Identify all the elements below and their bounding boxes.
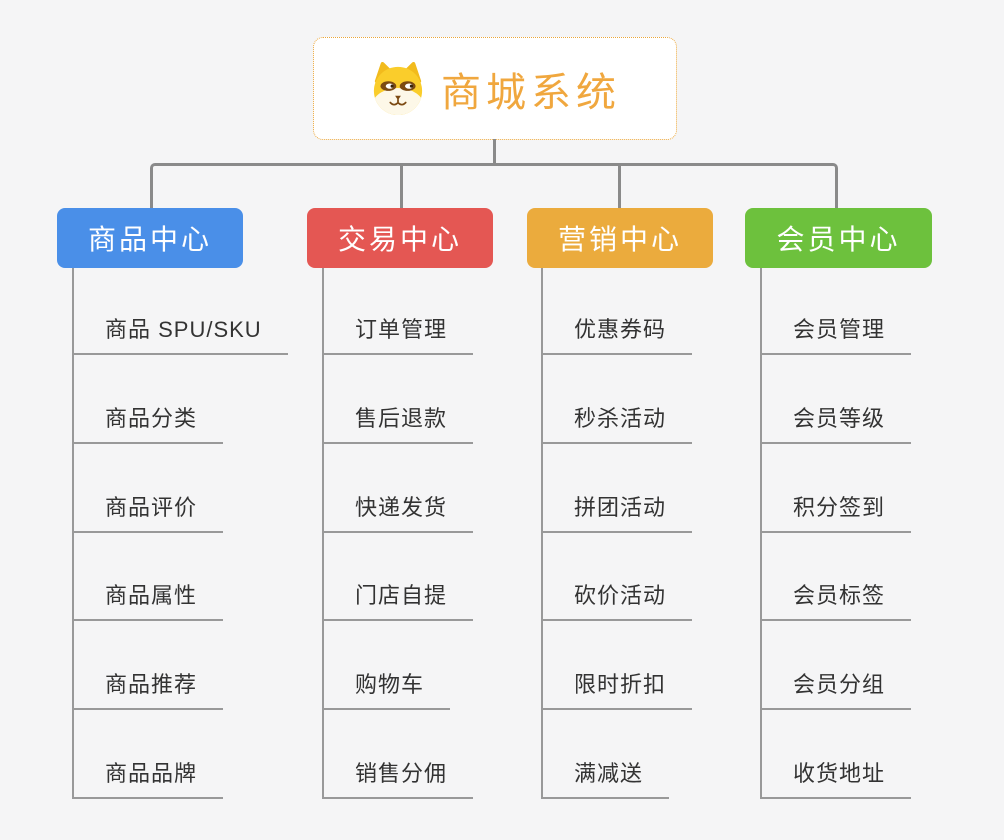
shiba-dog-icon bbox=[373, 61, 423, 115]
root-node[interactable]: 商城系统 bbox=[313, 37, 677, 140]
mindmap-node[interactable]: 会员管理 bbox=[762, 268, 912, 355]
branch-column-trade: 订单管理 售后退款 快递发货 门店自提 购物车 销售分佣 bbox=[322, 268, 474, 799]
mindmap-node[interactable]: 砍价活动 bbox=[543, 533, 693, 622]
mindmap-node[interactable]: 购物车 bbox=[324, 621, 473, 711]
mindmap-node[interactable]: 会员分组 bbox=[762, 621, 912, 711]
branch-column-marketing: 优惠券码 秒杀活动 拼团活动 砍价活动 限时折扣 满减送 bbox=[541, 268, 693, 799]
branch-column-product: 商品 SPU/SKU 商品分类 商品评价 商品属性 商品推荐 商品品牌 bbox=[72, 268, 288, 799]
mindmap-node[interactable]: 限时折扣 bbox=[543, 621, 693, 711]
connector-drop-trade bbox=[400, 166, 403, 208]
mindmap-node[interactable]: 销售分佣 bbox=[324, 710, 474, 799]
mindmap-node[interactable]: 订单管理 bbox=[324, 268, 474, 355]
mindmap-node[interactable]: 商品属性 bbox=[74, 533, 288, 622]
branch-header-member[interactable]: 会员中心 bbox=[745, 208, 932, 268]
mindmap-node[interactable]: 优惠券码 bbox=[543, 268, 693, 355]
mindmap-node[interactable]: 收货地址 bbox=[762, 710, 912, 799]
mindmap-node[interactable]: 快递发货 bbox=[324, 444, 474, 533]
connector-root-stub bbox=[493, 139, 496, 164]
mindmap-node[interactable]: 售后退款 bbox=[324, 355, 474, 444]
branch-header-marketing[interactable]: 营销中心 bbox=[527, 208, 713, 268]
mindmap-node[interactable]: 商品分类 bbox=[74, 355, 288, 444]
mindmap-node[interactable]: 秒杀活动 bbox=[543, 355, 693, 444]
mindmap-node[interactable]: 满减送 bbox=[543, 710, 692, 799]
mindmap-node[interactable]: 拼团活动 bbox=[543, 444, 693, 533]
connector-drop-marketing bbox=[618, 166, 621, 208]
root-title: 商城系统 bbox=[441, 70, 621, 115]
mindmap-node[interactable]: 积分签到 bbox=[762, 444, 912, 533]
branch-column-member: 会员管理 会员等级 积分签到 会员标签 会员分组 收货地址 bbox=[760, 268, 912, 799]
mindmap-node[interactable]: 会员等级 bbox=[762, 355, 912, 444]
mindmap-node[interactable]: 门店自提 bbox=[324, 533, 474, 622]
mindmap-node[interactable]: 商品评价 bbox=[74, 444, 288, 533]
mindmap-node[interactable]: 商品品牌 bbox=[74, 710, 288, 799]
mindmap-node[interactable]: 商品 SPU/SKU bbox=[74, 268, 288, 355]
mindmap-node[interactable]: 商品推荐 bbox=[74, 621, 288, 711]
branch-header-trade[interactable]: 交易中心 bbox=[307, 208, 493, 268]
connector-bus bbox=[150, 163, 838, 208]
branch-header-product[interactable]: 商品中心 bbox=[57, 208, 243, 268]
mindmap-node[interactable]: 会员标签 bbox=[762, 533, 912, 622]
